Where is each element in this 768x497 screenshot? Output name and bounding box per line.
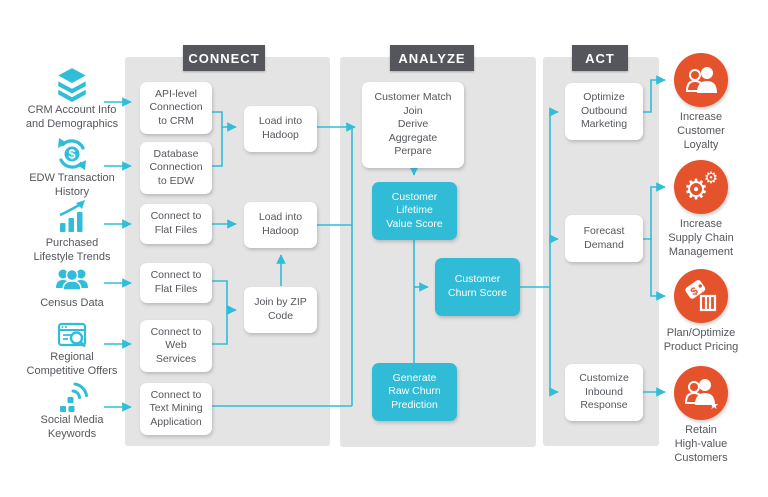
node-connect-text-mining: Connect to Text Mining Application bbox=[140, 383, 212, 435]
node-generate-raw-churn-prediction: Generate Raw Churn Prediction bbox=[372, 363, 457, 421]
node-customize-inbound-response: Customize Inbound Response bbox=[565, 364, 643, 421]
node-api-connection-crm: API-level Connection to CRM bbox=[140, 82, 212, 134]
source-label-census: Census Data bbox=[40, 297, 104, 309]
signal-icon bbox=[54, 380, 90, 416]
act-header-label: ACT bbox=[585, 50, 615, 66]
source-label-trends: Purchased Lifestyle Trends bbox=[33, 237, 111, 263]
svg-text:$: $ bbox=[68, 147, 76, 162]
node-connect-web-services: Connect to Web Services bbox=[140, 320, 212, 372]
outcome-label-pricing: Plan/Optimize Product Pricing bbox=[663, 327, 739, 354]
browser-search-icon bbox=[54, 317, 90, 353]
svg-text:⚙: ⚙ bbox=[683, 173, 708, 206]
outcome-label-retain: Retain High-value Customers bbox=[674, 424, 728, 465]
node-load-into-hadoop-1: Load into Hadoop bbox=[244, 106, 317, 152]
price-tag-icon: $ bbox=[674, 269, 728, 323]
node-customer-lifetime-value-score: Customer Lifetime Value Score bbox=[372, 182, 457, 240]
outcome-label-loyalty: Increase Customer Loyalty bbox=[677, 111, 725, 152]
svg-text:★: ★ bbox=[709, 399, 719, 412]
svg-text:$: $ bbox=[689, 285, 701, 298]
sync-dollar-icon: $ bbox=[54, 136, 90, 172]
act-phase-header: ACT bbox=[572, 45, 628, 71]
node-connect-flat-files-2: Connect to Flat Files bbox=[140, 263, 212, 303]
outcome-label-supply-chain: Increase Supply Chain Management bbox=[668, 218, 734, 259]
node-customer-churn-score: Customer Churn Score bbox=[435, 258, 520, 316]
connect-header-label: CONNECT bbox=[188, 50, 260, 66]
people-icon bbox=[52, 261, 92, 297]
node-database-connection-edw: Database Connection to EDW bbox=[140, 142, 212, 194]
gears-icon: ⚙ ⚙ bbox=[674, 160, 728, 214]
analyze-phase-header: ANALYZE bbox=[390, 45, 474, 71]
svg-text:⚙: ⚙ bbox=[704, 168, 718, 187]
node-load-into-hadoop-2: Load into Hadoop bbox=[244, 202, 317, 248]
node-forecast-demand: Forecast Demand bbox=[565, 215, 643, 262]
node-optimize-outbound-marketing: Optimize Outbound Marketing bbox=[565, 83, 643, 140]
node-join-by-zip-code: Join by ZIP Code bbox=[244, 287, 317, 333]
layers-icon bbox=[52, 64, 92, 104]
node-connect-flat-files-1: Connect to Flat Files bbox=[140, 204, 212, 244]
trend-chart-icon bbox=[54, 198, 92, 236]
customer-star-icon: ★ bbox=[674, 366, 728, 420]
source-label-edw: EDW Transaction History bbox=[29, 172, 115, 198]
source-label-crm: CRM Account Info and Demographics bbox=[25, 104, 119, 130]
analyze-header-label: ANALYZE bbox=[398, 50, 466, 66]
node-customer-match: Customer Match Join Derive Aggregate Per… bbox=[362, 82, 464, 168]
connect-phase-header: CONNECT bbox=[183, 45, 265, 71]
customers-icon bbox=[674, 53, 728, 107]
source-label-regional: Regional Competitive Offers bbox=[26, 351, 118, 377]
source-label-social: Social Media Keywords bbox=[40, 414, 104, 440]
